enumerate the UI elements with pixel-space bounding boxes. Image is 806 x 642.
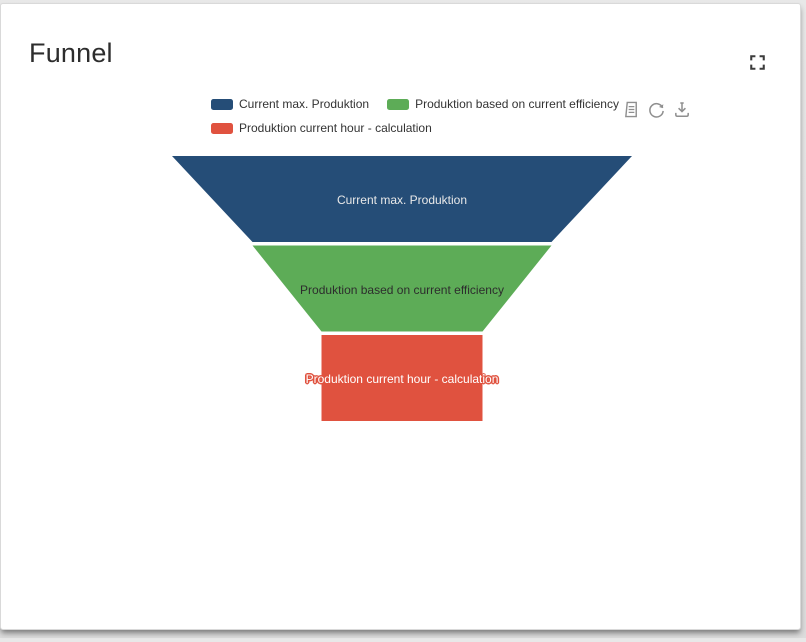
download-button[interactable]: [672, 100, 691, 124]
legend-item-label: Produktion current hour - calculation: [239, 121, 432, 135]
data-view-icon: [623, 100, 640, 124]
legend-row: Produktion current hour - calculation: [211, 121, 621, 135]
legend-item-produktion-current-hour[interactable]: Produktion current hour - calculation: [211, 121, 432, 135]
funnel-stage[interactable]: [321, 335, 483, 421]
fullscreen-icon: [745, 50, 770, 80]
funnel-shapes: [172, 156, 632, 421]
funnel-stage[interactable]: [172, 156, 632, 242]
chart-legend: Current max. Produktion Produktion based…: [211, 97, 621, 135]
legend-row: Current max. Produktion Produktion based…: [211, 97, 621, 111]
page-title: Funnel: [29, 38, 113, 68]
restore-icon: [647, 100, 666, 124]
restore-button[interactable]: [647, 102, 666, 121]
legend-swatch: [387, 98, 410, 110]
download-icon: [673, 100, 691, 124]
legend-item-produktion-efficiency[interactable]: Produktion based on current efficiency: [387, 97, 619, 111]
legend-item-current-max-produktion[interactable]: Current max. Produktion: [211, 97, 369, 111]
legend-item-label: Produktion based on current efficiency: [415, 97, 619, 111]
legend-swatch: [211, 98, 233, 110]
funnel-stage[interactable]: [252, 245, 552, 332]
chart-toolbox: [622, 100, 691, 124]
legend-swatch: [211, 122, 233, 134]
funnel-widget-card: Funnel Current max. Produktion Produktio…: [0, 3, 801, 630]
data-view-button[interactable]: [622, 100, 641, 124]
legend-item-label: Current max. Produktion: [239, 97, 370, 111]
fullscreen-button[interactable]: [743, 51, 771, 79]
